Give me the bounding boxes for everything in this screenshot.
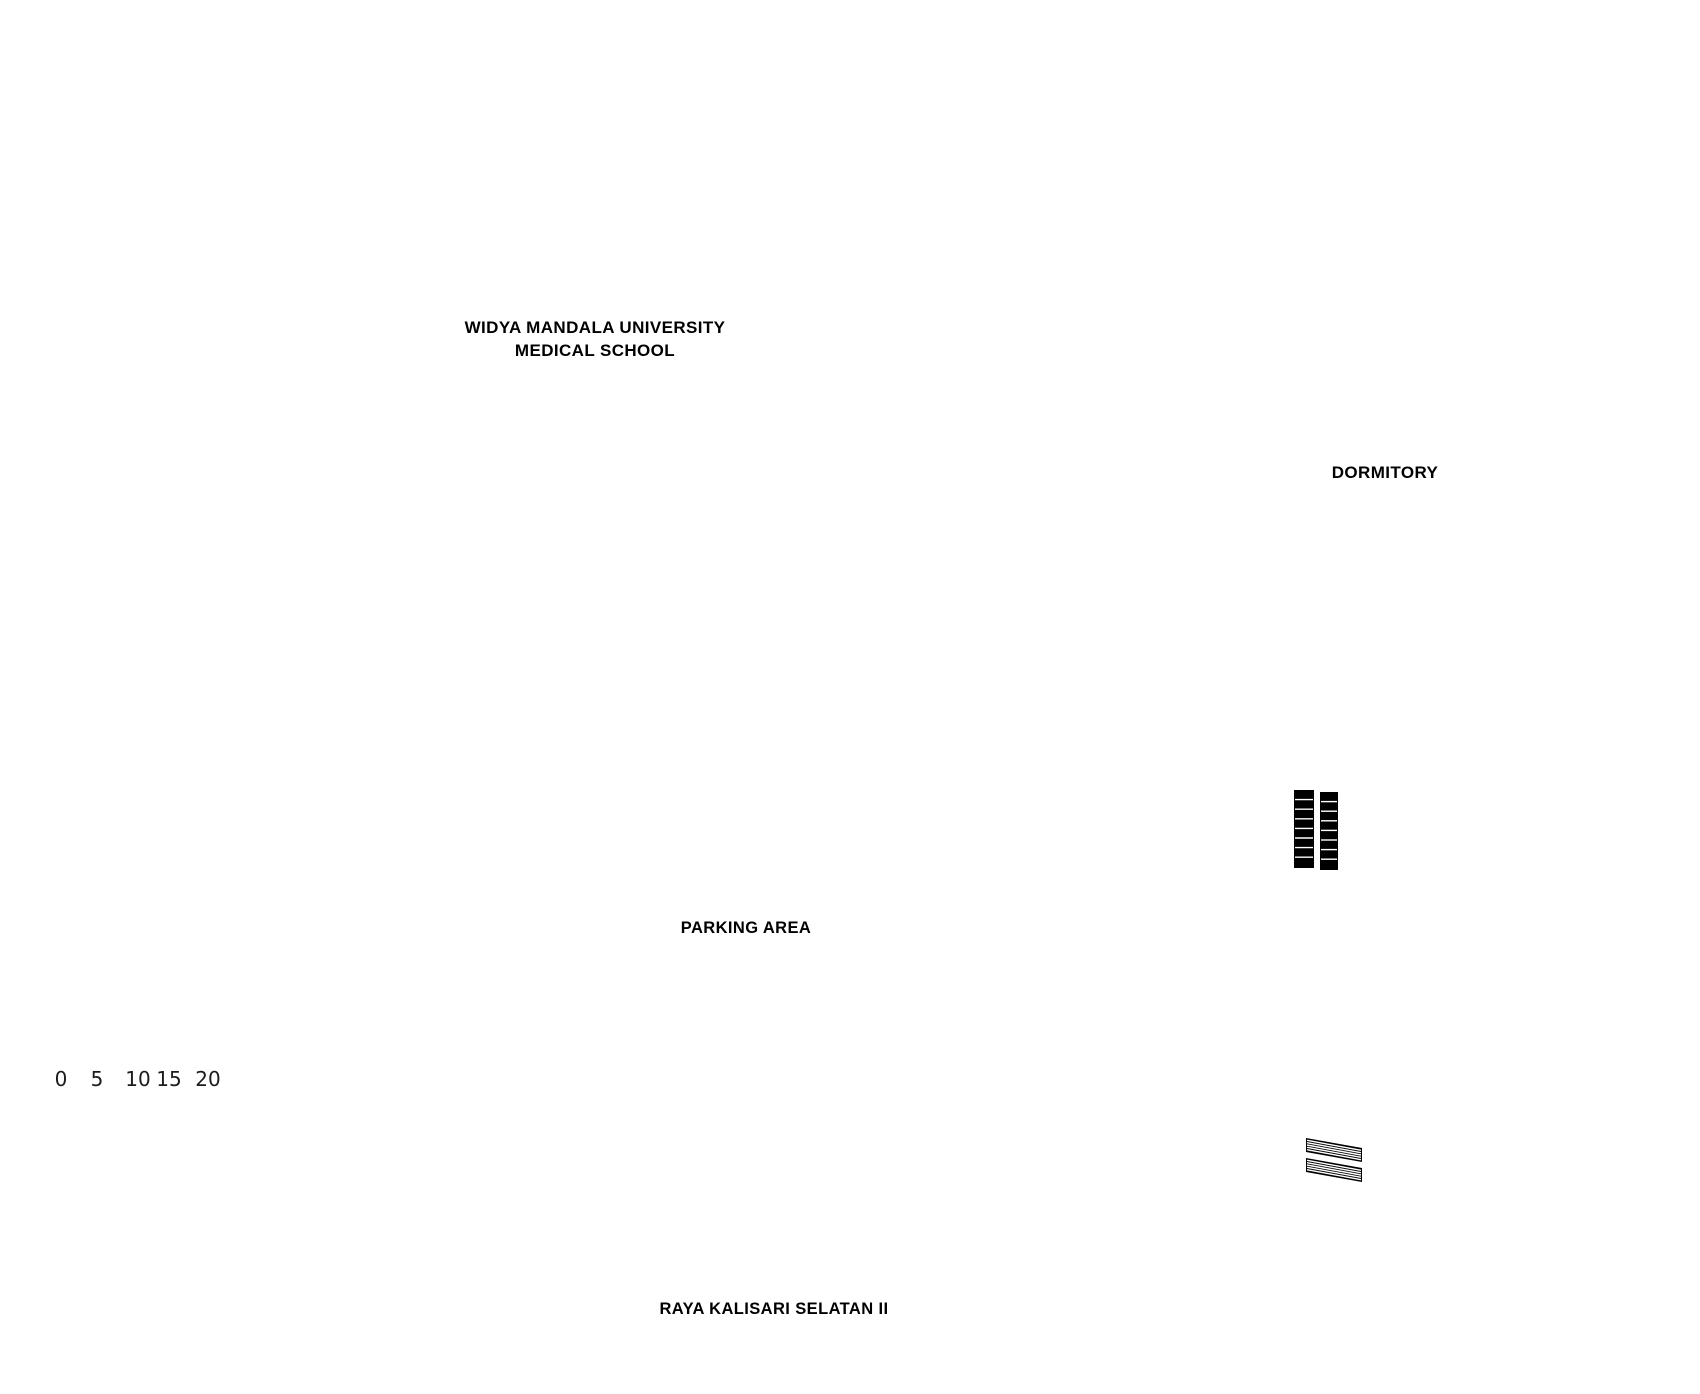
scale-bar-label: 0 — [55, 1067, 68, 1091]
main-building-floor-plan — [1294, 790, 1362, 1182]
scale-bar-label: 15 — [156, 1067, 181, 1091]
dormitory-label: DORMITORY — [1332, 463, 1439, 482]
scale-bar-label: 20 — [195, 1067, 220, 1091]
parking-area-label: PARKING AREA — [681, 919, 811, 937]
scale-bar-label: 10 — [125, 1067, 150, 1091]
medical-school-label-line1: WIDYA MANDALA UNIVERSITY — [465, 318, 726, 337]
medical-school-label-line2: MEDICAL SCHOOL — [515, 341, 675, 360]
grand-stair-icon — [1294, 790, 1338, 870]
scale-bar-label: 5 — [91, 1067, 104, 1091]
escalator-icon — [1306, 1158, 1362, 1182]
street-label: RAYA KALISARI SELATAN II — [659, 1300, 888, 1318]
escalator-icon — [1306, 1138, 1362, 1162]
